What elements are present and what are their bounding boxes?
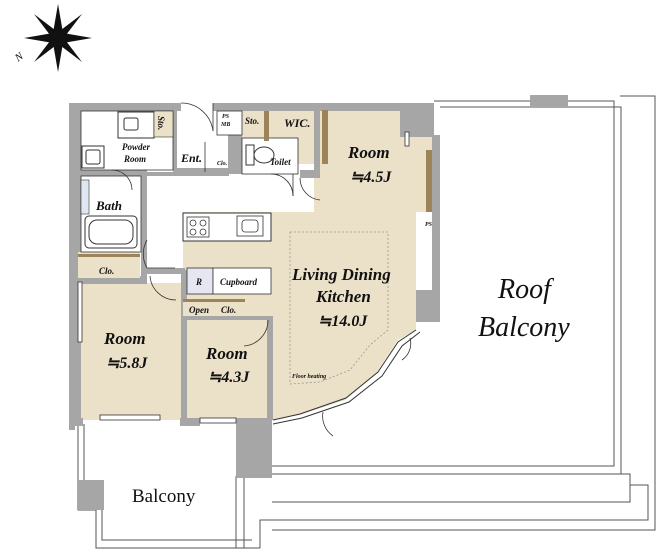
floor-heating-area [289, 231, 389, 385]
room-top-label: Room [347, 143, 390, 162]
compass-north-label: N [12, 50, 26, 65]
bath-label: Bath [95, 198, 122, 213]
balcony-label: Balcony [132, 486, 196, 507]
ldk-label-line2: Kitchen [315, 287, 371, 306]
walls [69, 103, 440, 478]
cabinets [78, 110, 432, 316]
ent-label: Ent. [180, 151, 202, 165]
toilet-label: Toilet [270, 157, 291, 167]
cupboard-label: Cupboard [220, 277, 258, 287]
ldk-area: ≒14.0J [318, 313, 368, 330]
bathtub-icon [84, 215, 138, 249]
roof-cap [530, 95, 568, 107]
clo-bath-label: Clo. [99, 266, 114, 276]
room-left-area: ≒5.8J [106, 355, 148, 372]
mb-label: MB [220, 122, 230, 128]
wic-label: WIC. [284, 116, 310, 130]
washing-machine-icon [81, 145, 105, 169]
roof-balcony-label-line2: Balcony [478, 312, 570, 343]
cupboard [212, 267, 272, 295]
open-label: Open [189, 305, 209, 315]
balcony-outline [77, 422, 260, 549]
room-mid-area: ≒4.3J [208, 369, 250, 386]
clo-room-label: Clo. [221, 305, 236, 315]
powder-label-line2: Room [123, 154, 146, 164]
clo-ent-label: Clo. [217, 161, 228, 167]
toilet-icon [245, 144, 275, 166]
roof-balcony-label-line1: Roof [497, 274, 554, 305]
bay-window [272, 329, 421, 425]
ps-small-label: PS [425, 222, 433, 228]
windows [77, 131, 410, 424]
kitchen-counter [182, 212, 272, 242]
compass-icon [24, 4, 92, 72]
room-top-area: ≒4.5J [350, 169, 392, 186]
refrigerator-label: R [195, 277, 202, 287]
sto-top-label: Sto. [245, 116, 259, 126]
balcony-post [78, 480, 104, 510]
room-floors [81, 110, 432, 420]
ps-label: PS [222, 114, 230, 120]
door-swings [111, 102, 412, 437]
room-left-label: Room [103, 329, 146, 348]
refrigerator-space [186, 267, 214, 295]
room-mid-label: Room [205, 344, 248, 363]
ldk-label-line1: Living Dining [291, 265, 391, 284]
shower-panel [80, 179, 90, 215]
sto-side-label: Sto. [156, 116, 166, 130]
sink-icon [117, 111, 155, 139]
powder-label-line1: Powder [122, 142, 150, 152]
floor-heating-note: Floor heating [292, 374, 326, 380]
